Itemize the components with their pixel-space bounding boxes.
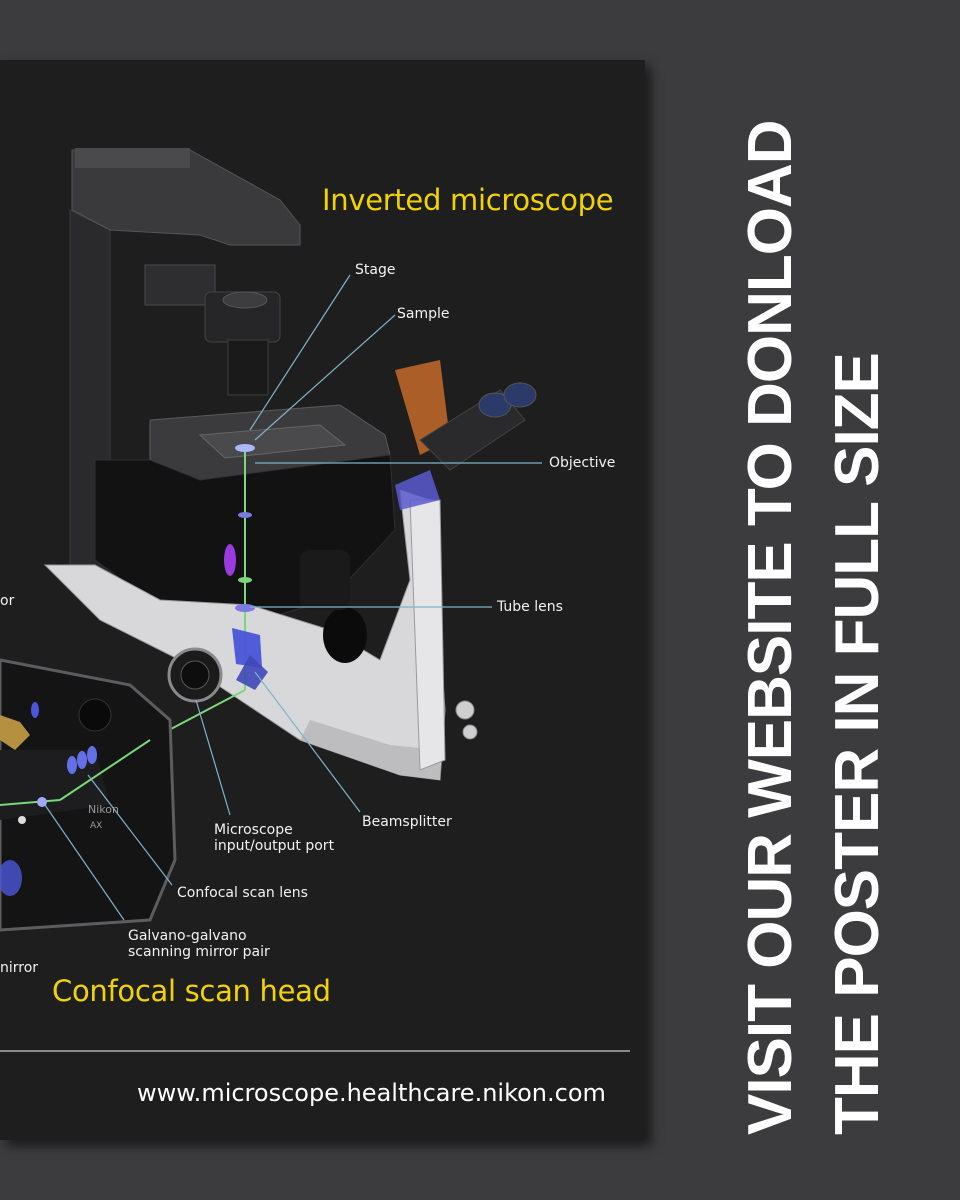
focus-knob xyxy=(455,700,475,720)
microscope-illustration xyxy=(0,148,542,932)
tube-lens-element xyxy=(235,604,255,612)
heading-confocal-scan-head: Confocal scan head xyxy=(52,974,331,1008)
scan-lens-element-3 xyxy=(87,746,97,764)
laser-mirror xyxy=(31,702,39,718)
filter-element xyxy=(238,577,252,583)
relay-lens xyxy=(238,512,252,518)
label-galvano-mirror-pair: Galvano-galvano scanning mirror pair xyxy=(128,928,270,960)
website-url: www.microscope.healthcare.nikon.com xyxy=(137,1079,606,1107)
illuminator-vent xyxy=(75,148,190,168)
callout-lines xyxy=(44,274,542,921)
base-shadow xyxy=(300,720,440,780)
label-objective: Objective xyxy=(549,455,616,471)
internal-turret xyxy=(300,550,350,610)
scan-lens-element-2 xyxy=(77,751,87,769)
scan-mount xyxy=(0,715,30,750)
condenser-housing xyxy=(144,264,216,306)
scan-beam-to-port xyxy=(59,739,151,801)
label-sample: Sample xyxy=(397,306,450,322)
poster: Inverted microscope Confocal scan head S… xyxy=(0,60,645,1140)
illuminator-arm xyxy=(71,149,301,246)
eyepiece-right xyxy=(503,382,537,408)
heading-inverted-microscope: Inverted microscope xyxy=(322,183,614,217)
galvo-mirror-1 xyxy=(37,797,47,807)
poster-divider xyxy=(0,1050,630,1052)
internal-port xyxy=(323,607,367,663)
device-model: AX xyxy=(90,821,103,831)
device-brand: Nikon xyxy=(88,803,119,816)
scan-head-port xyxy=(78,698,112,732)
eyepiece-prism xyxy=(395,470,440,510)
condenser-lens xyxy=(227,339,269,396)
label-cut-left-or: or xyxy=(0,593,15,609)
port-aperture xyxy=(180,660,210,690)
label-beamsplitter: Beamsplitter xyxy=(362,814,452,830)
beamsplitter-cube-lower xyxy=(236,655,268,690)
violet-filter xyxy=(224,544,236,576)
focus-knob-fine xyxy=(462,724,478,740)
scan-lens-element-1 xyxy=(67,756,77,774)
galvo-mirror-2 xyxy=(18,816,26,824)
pinhole-optics xyxy=(0,860,22,896)
objective-lens xyxy=(235,444,255,452)
beamsplitter-cube xyxy=(232,628,262,668)
label-port: Microscope input/output port xyxy=(214,822,335,854)
label-stage: Stage xyxy=(355,262,396,278)
side-line-1: VISIT OUR WEBSITE TO DONLOAD xyxy=(736,120,805,1135)
label-tube-lens: Tube lens xyxy=(497,599,563,615)
side-line-2: THE POSTER IN FULL SIZE xyxy=(823,353,892,1135)
label-cut-left-mirror: nirror xyxy=(0,960,39,976)
label-confocal-scan-lens: Confocal scan lens xyxy=(177,885,308,901)
scan-beam xyxy=(0,799,61,806)
condenser-turret xyxy=(222,291,268,309)
